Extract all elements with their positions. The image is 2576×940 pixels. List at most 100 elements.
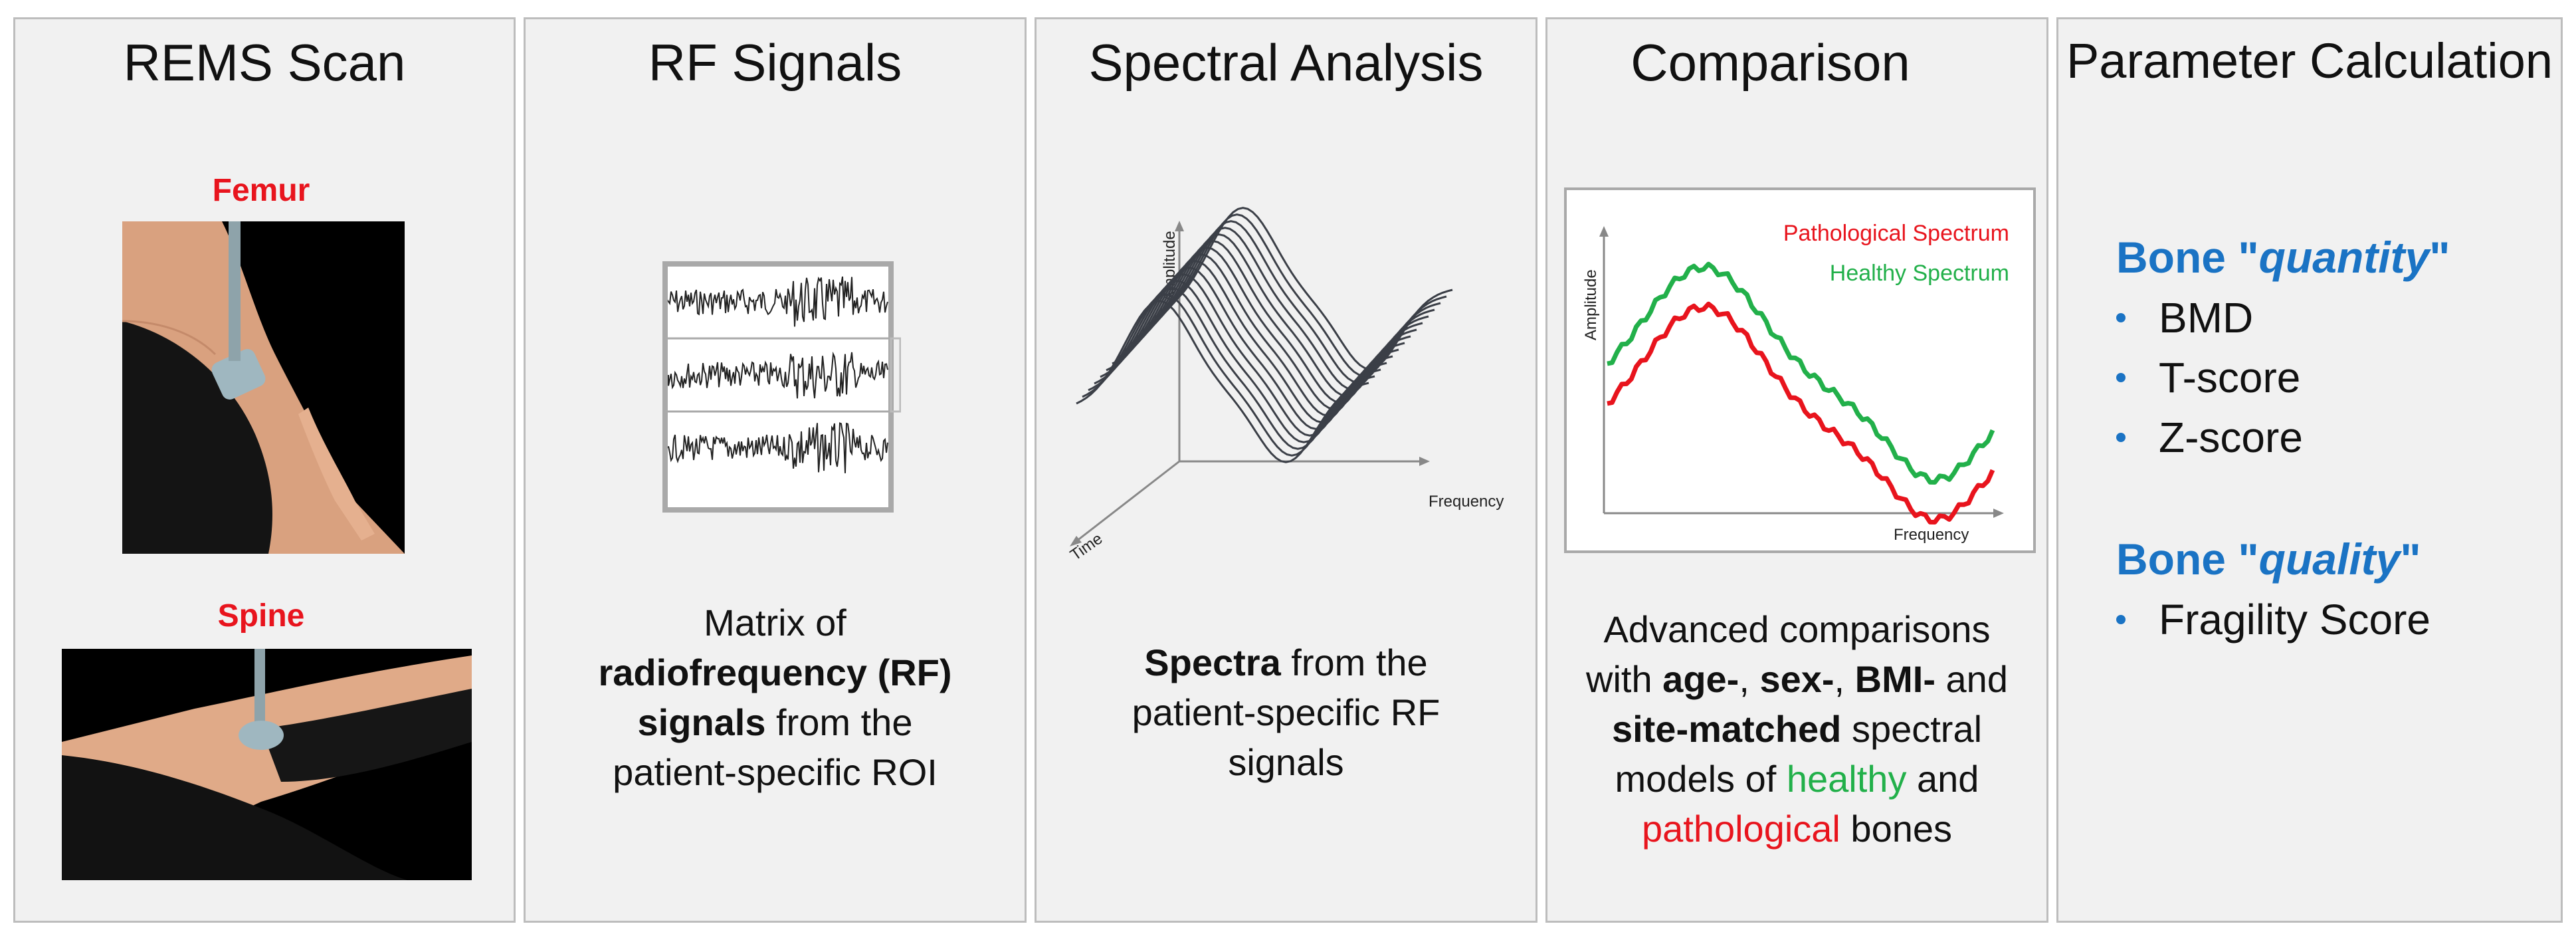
caption-text: from the bbox=[765, 701, 913, 743]
caption-text: and bbox=[1935, 658, 2008, 700]
list-item: Fragility Score bbox=[2116, 590, 2450, 649]
spine-label: Spine bbox=[217, 598, 305, 634]
axis-label-time: Time bbox=[1067, 530, 1106, 564]
parameter-list: Bone "quantity" BMD T-score Z-score Bone… bbox=[2116, 232, 2450, 649]
spectrum-trace bbox=[1147, 220, 1441, 384]
comparison-caption: Advanced comparisons with age-, sex-, BM… bbox=[1547, 604, 2046, 854]
panel-title: Parameter Calculation bbox=[2066, 33, 2553, 88]
pathological-spectrum-line bbox=[1607, 301, 1995, 525]
list-item: T-score bbox=[2116, 348, 2450, 408]
spectrum-trace bbox=[1141, 227, 1435, 390]
axis-label-frequency: Frequency bbox=[1894, 526, 1969, 544]
spectrum-trace bbox=[1076, 300, 1369, 463]
caption-line: models of healthy and bbox=[1547, 754, 2046, 804]
caption-line: site-matched spectral bbox=[1547, 704, 2046, 754]
caption-line: Advanced comparisons bbox=[1603, 608, 1991, 650]
comparison-chart: Amplitude Frequency Pathological Spectru… bbox=[1564, 187, 2036, 553]
caption-text: , bbox=[1739, 658, 1760, 700]
list-item: Z-score bbox=[2116, 408, 2450, 467]
spectrum-trace bbox=[1130, 240, 1423, 404]
caption-text: and bbox=[1906, 758, 1979, 800]
heading-text: Bone " bbox=[2116, 233, 2259, 282]
caption-line: patient-specific RF bbox=[1132, 691, 1440, 733]
panel-title: Spectral Analysis bbox=[1088, 33, 1484, 92]
spectrum-trace bbox=[1159, 207, 1453, 370]
heading-text: " bbox=[2429, 233, 2450, 282]
list-item-label: Z-score bbox=[2159, 413, 2303, 461]
rf-traces bbox=[668, 276, 888, 473]
spectrum-trace bbox=[1088, 287, 1381, 450]
panel-parameter-calculation: Parameter Calculation Bone "quantity" BM… bbox=[2056, 17, 2563, 923]
caption-line: pathological bones bbox=[1547, 804, 2046, 854]
axis-label-frequency: Frequency bbox=[1429, 493, 1504, 511]
list-item-label: T-score bbox=[2159, 354, 2301, 402]
spectral-caption: Spectra from the patient-specific RF sig… bbox=[1037, 638, 1536, 787]
panel-title: Comparison bbox=[1631, 33, 1910, 92]
spectrum-trace bbox=[1100, 273, 1393, 437]
femur-label: Femur bbox=[212, 173, 310, 208]
spectrum-trace bbox=[1106, 267, 1399, 430]
caption-line: patient-specific ROI bbox=[613, 751, 938, 793]
spectrum-trace bbox=[1118, 253, 1411, 417]
femur-scan-image bbox=[122, 221, 405, 554]
healthy-spectrum-line bbox=[1607, 261, 1995, 485]
caption-line: radiofrequency (RF) bbox=[526, 647, 1025, 697]
rf-trace bbox=[668, 422, 888, 473]
caption-bold: site-matched bbox=[1611, 708, 1842, 750]
caption-bold: radiofrequency (RF) bbox=[598, 651, 952, 693]
spectrum-trace bbox=[1153, 213, 1447, 377]
caption-bold: sex- bbox=[1759, 658, 1834, 700]
axis-label-amplitude: Amplitude bbox=[1582, 269, 1600, 340]
caption-bold: signals bbox=[637, 701, 766, 743]
caption-text: bones bbox=[1840, 808, 1953, 850]
heading-text: " bbox=[2400, 534, 2421, 584]
spine-scan-image bbox=[62, 649, 472, 880]
bullet-icon bbox=[2116, 433, 2126, 442]
spectral-3d-plot: Amplitude Frequency Time bbox=[1067, 207, 1504, 564]
caption-bold: age- bbox=[1662, 658, 1739, 700]
caption-text: from the bbox=[1280, 642, 1428, 683]
panel-comparison: Comparison Amplitude Frequency Pathologi… bbox=[1545, 17, 2048, 923]
caption-healthy: healthy bbox=[1786, 758, 1907, 800]
heading-text: Bone " bbox=[2116, 534, 2259, 584]
list-item-label: Fragility Score bbox=[2159, 596, 2430, 644]
caption-pathological: pathological bbox=[1641, 808, 1840, 850]
caption-bold: BMI- bbox=[1854, 658, 1935, 700]
caption-text: spectral bbox=[1841, 708, 1983, 750]
panel-title: REMS Scan bbox=[123, 33, 406, 92]
panel-rf-signals: RF Signals Matrix of radiofrequency (RF)… bbox=[524, 17, 1027, 923]
heading-emphasis: quantity bbox=[2258, 233, 2430, 282]
panel-title: RF Signals bbox=[648, 33, 902, 92]
caption-line: signals from the bbox=[526, 697, 1025, 747]
caption-line: with age-, sex-, BMI- and bbox=[1547, 654, 2046, 704]
spectrum-trace bbox=[1082, 293, 1375, 457]
caption-text: models of bbox=[1615, 758, 1787, 800]
bone-quantity-heading: Bone "quantity" bbox=[2116, 232, 2450, 283]
legend-healthy: Healthy Spectrum bbox=[1830, 261, 2009, 286]
spectrum-trace bbox=[1094, 280, 1387, 443]
heading-emphasis: quality bbox=[2258, 534, 2401, 584]
caption-bold: Spectra bbox=[1144, 642, 1281, 683]
bullet-icon bbox=[2116, 313, 2126, 322]
panel-spectral-analysis: Spectral Analysis Amplitude Frequency Ti… bbox=[1035, 17, 1537, 923]
spectrum-trace bbox=[1136, 233, 1429, 397]
spectra-stack bbox=[1076, 207, 1453, 463]
panel-rems-scan: REMS Scan Femur Spine bbox=[13, 17, 516, 923]
bone-quality-heading: Bone "quality" bbox=[2116, 534, 2450, 584]
caption-line: Spectra from the bbox=[1037, 638, 1536, 687]
rf-signal-matrix bbox=[662, 261, 901, 513]
bullet-icon bbox=[2116, 373, 2126, 382]
legend-pathological: Pathological Spectrum bbox=[1783, 221, 2009, 246]
bullet-icon bbox=[2116, 615, 2126, 624]
rf-caption: Matrix of radiofrequency (RF) signals fr… bbox=[526, 598, 1025, 797]
rf-trace bbox=[668, 276, 888, 327]
caption-line: Matrix of bbox=[704, 602, 846, 644]
caption-line: signals bbox=[1228, 741, 1344, 783]
caption-text: with bbox=[1586, 658, 1663, 700]
list-item: BMD bbox=[2116, 288, 2450, 348]
spectrum-trace bbox=[1124, 247, 1417, 410]
rf-trace bbox=[668, 351, 888, 399]
spectrum-trace bbox=[1112, 260, 1405, 423]
caption-text: , bbox=[1834, 658, 1855, 700]
list-item-label: BMD bbox=[2159, 294, 2254, 342]
